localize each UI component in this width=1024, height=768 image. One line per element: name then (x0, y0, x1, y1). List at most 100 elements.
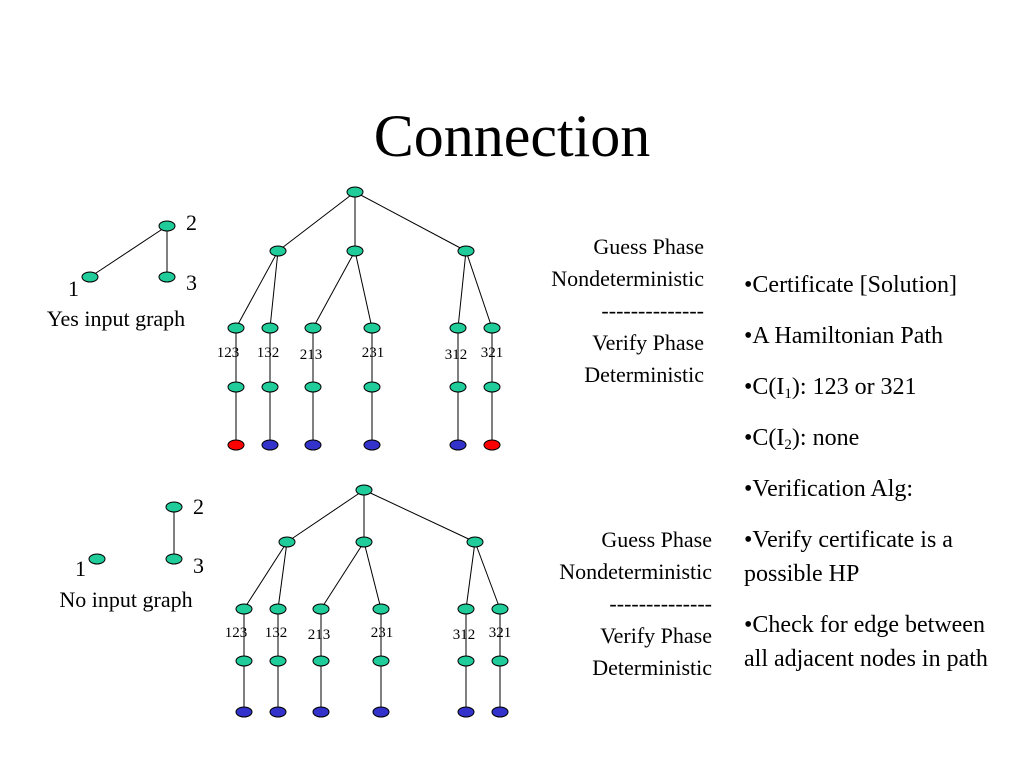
permutation-label: 312 (445, 347, 468, 363)
verify-node (304, 381, 322, 393)
phase-divider: -------------- (601, 298, 704, 323)
tree-edge (269, 250, 279, 329)
leaf-reject (261, 439, 279, 451)
permutation-label: 132 (257, 345, 280, 361)
vertex-label: 1 (75, 556, 86, 581)
vertex-label: 3 (193, 553, 204, 578)
verify-phase-type: Deterministic (584, 362, 704, 387)
tree-edge (363, 541, 382, 610)
subscript: 1 (784, 386, 792, 402)
verify-phase-type: Deterministic (592, 655, 712, 680)
tree-edge (354, 250, 373, 329)
tree-edge (465, 250, 493, 329)
guess-node (269, 603, 287, 615)
tree-branch-node (457, 245, 475, 257)
tree-edge (457, 250, 467, 329)
leaf-reject (269, 706, 287, 718)
leaf-accept (227, 439, 245, 451)
graph-caption: Yes input graph (47, 306, 185, 331)
permutation-label: 231 (371, 625, 394, 641)
vertex-label: 3 (186, 270, 197, 295)
tree-edge (474, 541, 501, 610)
tree-edge (286, 489, 365, 543)
leaf-reject (235, 706, 253, 718)
bullet-text: ): none (791, 425, 860, 451)
graph-vertex (158, 271, 176, 283)
guess-node (483, 322, 501, 334)
verify-node (449, 381, 467, 393)
leaf-reject (457, 706, 475, 718)
bullet-text: •C(I (744, 374, 785, 400)
permutation-label: 312 (453, 627, 476, 643)
guess-node (449, 322, 467, 334)
tree-edge (363, 489, 476, 543)
vertex-label: 2 (186, 210, 197, 235)
bullet-verification-alg: •Verification Alg: (744, 476, 914, 502)
bullet-certificate-yes: •C(I1): 123 or 321 (744, 370, 1012, 404)
permutation-label: 231 (362, 345, 385, 361)
bullet-verify-certificate: •Verify certificate is a possible HP (744, 527, 953, 587)
verify-node (269, 655, 287, 667)
verify-node (372, 655, 390, 667)
tree-edge (235, 250, 279, 329)
leaf-reject (449, 439, 467, 451)
bullet-list: •Certificate [Solution] •A Hamiltonian P… (744, 268, 1012, 693)
verify-node (261, 381, 279, 393)
bottom-phase-labels: Guess Phase Nondeterministic -----------… (488, 524, 712, 684)
leaf-reject (372, 706, 390, 718)
verify-node (483, 381, 501, 393)
permutation-label: 213 (308, 627, 331, 643)
bullet-certificate-no: •C(I2): none (744, 421, 1012, 455)
guess-phase-label: Guess Phase (593, 234, 704, 259)
tree-edge (320, 541, 365, 610)
verify-phase-label: Verify Phase (600, 623, 712, 648)
tree-edge (354, 191, 467, 252)
slide-title: Connection (373, 103, 651, 169)
bullet-text: ): 123 or 321 (791, 374, 917, 400)
tree-edge (277, 541, 288, 610)
top-phase-labels: Guess Phase Nondeterministic -----------… (480, 231, 704, 391)
tree-edge (277, 191, 356, 252)
guess-node (227, 322, 245, 334)
guess-node (304, 322, 322, 334)
guess-node (235, 603, 253, 615)
permutation-label: 213 (300, 347, 323, 363)
bullet-certificate: •Certificate [Solution] (744, 272, 958, 298)
guess-node (491, 603, 509, 615)
guess-phase-label: Guess Phase (601, 527, 712, 552)
graph-vertex (165, 501, 183, 513)
tree-edge (465, 541, 476, 610)
leaf-reject (363, 439, 381, 451)
tree-root-node (355, 484, 373, 496)
guess-node (312, 603, 330, 615)
bullet-check-edges: •Check for edge between all adjacent nod… (744, 612, 988, 672)
tree-branch-node (346, 245, 364, 257)
graph-caption: No input graph (59, 587, 192, 612)
guess-node (261, 322, 279, 334)
tree-branch-node (269, 245, 287, 257)
graph-vertex (88, 553, 106, 565)
graph-vertex (165, 553, 183, 565)
tree-branch-node (355, 536, 373, 548)
permutation-label: 321 (481, 345, 504, 361)
tree-root-node (346, 186, 364, 198)
permutation-label: 123 (225, 625, 248, 641)
bullet-hamiltonian-path: •A Hamiltonian Path (744, 323, 944, 349)
tree-edge (312, 250, 356, 329)
tree-edge (243, 541, 288, 610)
guess-node (363, 322, 381, 334)
phase-divider: -------------- (609, 591, 712, 616)
tree-branch-node (278, 536, 296, 548)
vertex-label: 1 (68, 276, 79, 301)
bullet-text: •C(I (744, 425, 785, 451)
subscript: 2 (784, 437, 792, 453)
guess-phase-type: Nondeterministic (551, 266, 704, 291)
graph-vertex (81, 271, 99, 283)
leaf-accept (483, 439, 501, 451)
guess-node (457, 603, 475, 615)
